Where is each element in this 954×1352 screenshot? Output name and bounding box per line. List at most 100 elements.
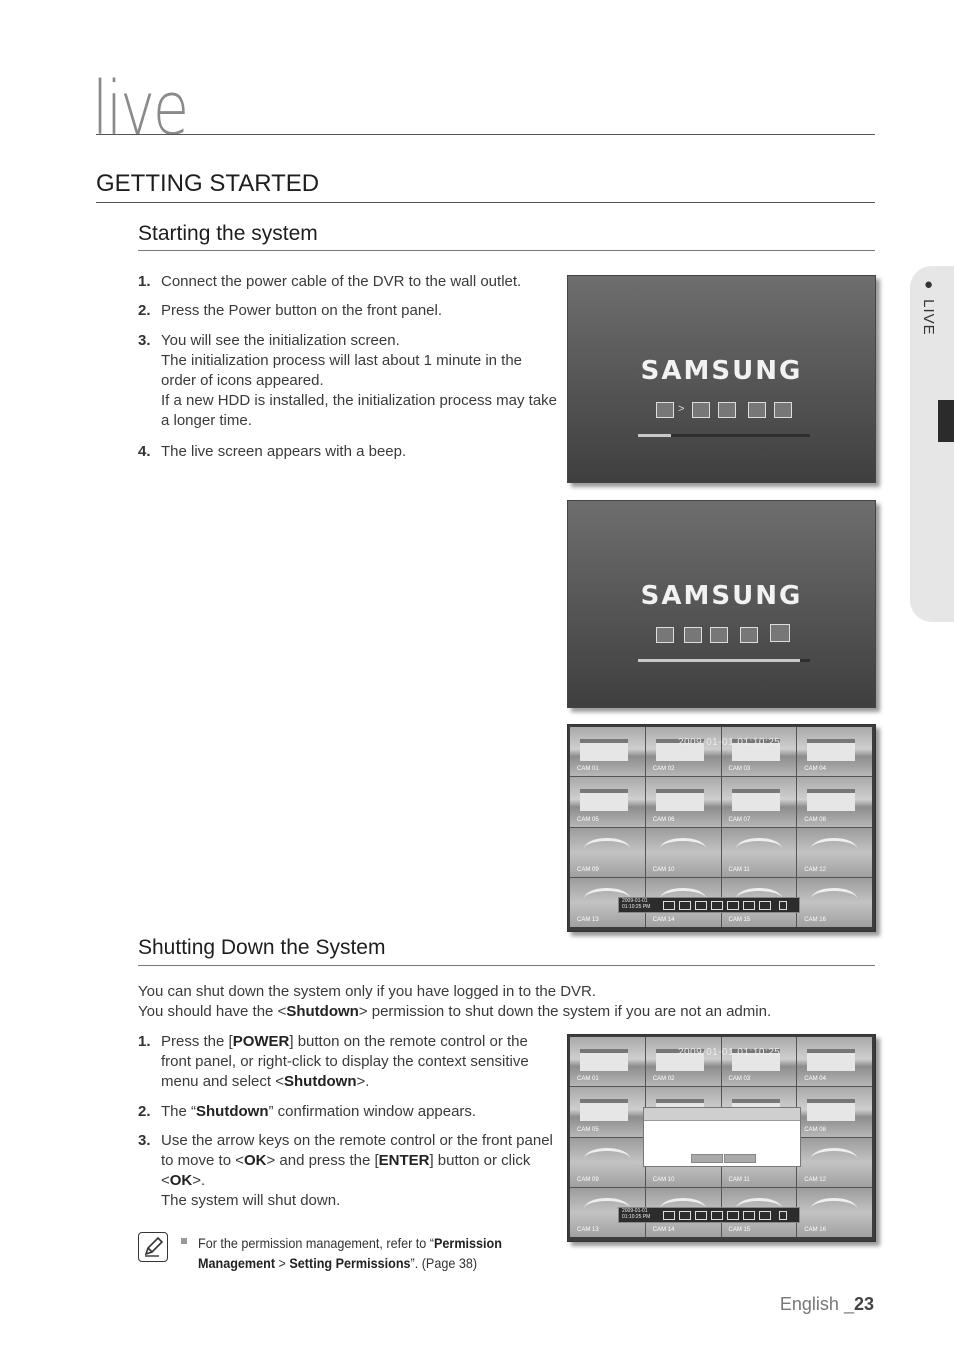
camera-label: CAM 09 [577,866,599,873]
shutdown-rule [138,965,875,966]
ok-button[interactable] [691,1154,723,1163]
shutdown-intro: You can shut down the system only if you… [138,983,772,1020]
memory-icon [692,402,710,418]
cancel-button[interactable] [724,1154,756,1163]
camera-label: CAM 04 [804,766,826,773]
samsung-logo: SAMSUNG [640,356,803,386]
camera-tile: CAM 11 [721,827,797,877]
cpu-icon [656,627,674,643]
camera-tile: CAM 09 [570,827,645,877]
camera-label: CAM 15 [728,1227,751,1233]
camera-label: CAM 08 [804,1126,826,1133]
shutdown-dialog [643,1107,801,1167]
step-4: 4. The live screen appears with a beep. [138,443,407,460]
step-3: 3. You will see the initialization scree… [138,332,558,429]
camera-tile: CAM 05 [570,1087,645,1137]
toolbar-hide-icon [779,901,787,910]
camera-tile: CAM 10 [645,827,721,877]
camera-label: CAM 10 [652,866,675,873]
check-icon [770,624,790,642]
section-heading: GETTING STARTED [96,170,320,197]
hdd-icon [718,402,736,418]
camera-tile: CAM 02 [645,1037,721,1087]
camera-label: CAM 09 [577,1176,599,1183]
progress-bar [638,659,810,662]
split-4-icon [679,901,691,910]
camera-label: CAM 04 [804,1076,826,1083]
camera-label: CAM 02 [652,766,675,773]
monitor-icon [740,627,758,643]
camera-label: CAM 08 [804,816,826,823]
progress-bar [638,434,810,437]
camera-tile: CAM 01 [570,727,645,777]
hdd-icon [710,627,728,643]
split-16-icon [711,901,723,910]
dialog-title-bar [644,1108,800,1121]
camera-label: CAM 16 [804,1227,826,1233]
side-tab [910,266,954,622]
shutdown-step-3: 3. Use the arrow keys on the remote cont… [138,1132,553,1209]
camera-label: CAM 07 [728,816,751,823]
split-4-icon [679,1211,691,1220]
camera-tile: CAM 16 [797,877,872,927]
camera-label: CAM 02 [652,1076,675,1083]
boot-screen-2: SAMSUNG [567,500,876,708]
split-9-icon [695,901,707,910]
page-footer: English _23 [779,1294,874,1314]
section-rule [96,202,875,203]
note-icon [138,1232,168,1262]
step-1: 1. Connect the power cable of the DVR to… [138,273,522,290]
camera-label: CAM 10 [652,1176,675,1183]
note-bullet [181,1238,187,1244]
camera-tile: CAM 03 [721,727,797,777]
check-icon [774,402,792,418]
camera-tile: CAM 16 [797,1187,872,1237]
camera-tile: CAM 03 [721,1037,797,1087]
camera-label: CAM 12 [804,866,826,873]
shutdown-step-2: 2. The “Shutdown” confirmation window ap… [138,1103,477,1120]
samsung-logo: SAMSUNG [640,581,803,611]
shutdown-step-1: 1. Press the [POWER] button on the remot… [138,1033,529,1090]
sequence-icon [727,1211,739,1220]
monitor-icon [748,402,766,418]
boot-screen-1: SAMSUNG > [567,275,876,483]
camera-label: CAM 01 [577,1076,599,1083]
toolbar-hide-icon [779,1211,787,1220]
camera-tile: CAM 09 [570,1137,645,1187]
progress-fill [638,659,800,662]
camera-label: CAM 13 [577,1227,599,1233]
arrow-icon: > [678,403,685,415]
camera-label: CAM 14 [652,917,675,923]
camera-label: CAM 13 [577,917,599,923]
camera-label: CAM 15 [728,917,751,923]
camera-label: CAM 03 [728,766,751,773]
camera-label: CAM 14 [652,1227,675,1233]
camera-label: CAM 01 [577,766,599,773]
camera-tile: CAM 02 [645,727,721,777]
freeze-icon [759,901,771,910]
camera-tile: CAM 08 [797,777,872,827]
camera-tile: CAM 12 [797,1137,872,1187]
split-1-icon [663,901,675,910]
live-datetime: 2009-01-01 01:10:25 [678,1047,781,1058]
camera-label: CAM 16 [804,917,826,923]
camera-tile: CAM 06 [645,777,721,827]
side-tab-marker [938,400,954,442]
progress-fill [638,434,671,437]
chapter-rule [96,134,875,135]
live-datetime: 2009-01-01 01:10:25 [678,737,781,748]
live-screen: CAM 01 CAM 02 CAM 03 CAM 04 CAM 05 CAM 06 CAM … [567,724,876,932]
note-text: For the permission management, refer to … [198,1235,502,1271]
camera-tile: CAM 05 [570,777,645,827]
shutdown-heading: Shutting Down the System [138,936,386,959]
camera-label: CAM 05 [577,1126,599,1133]
freeze-icon [759,1211,771,1220]
split-9-icon [695,1211,707,1220]
camera-label: CAM 06 [652,816,675,823]
camera-tile: CAM 04 [797,1037,872,1087]
camera-tile: CAM 04 [797,727,872,777]
camera-label: CAM 12 [804,1176,826,1183]
